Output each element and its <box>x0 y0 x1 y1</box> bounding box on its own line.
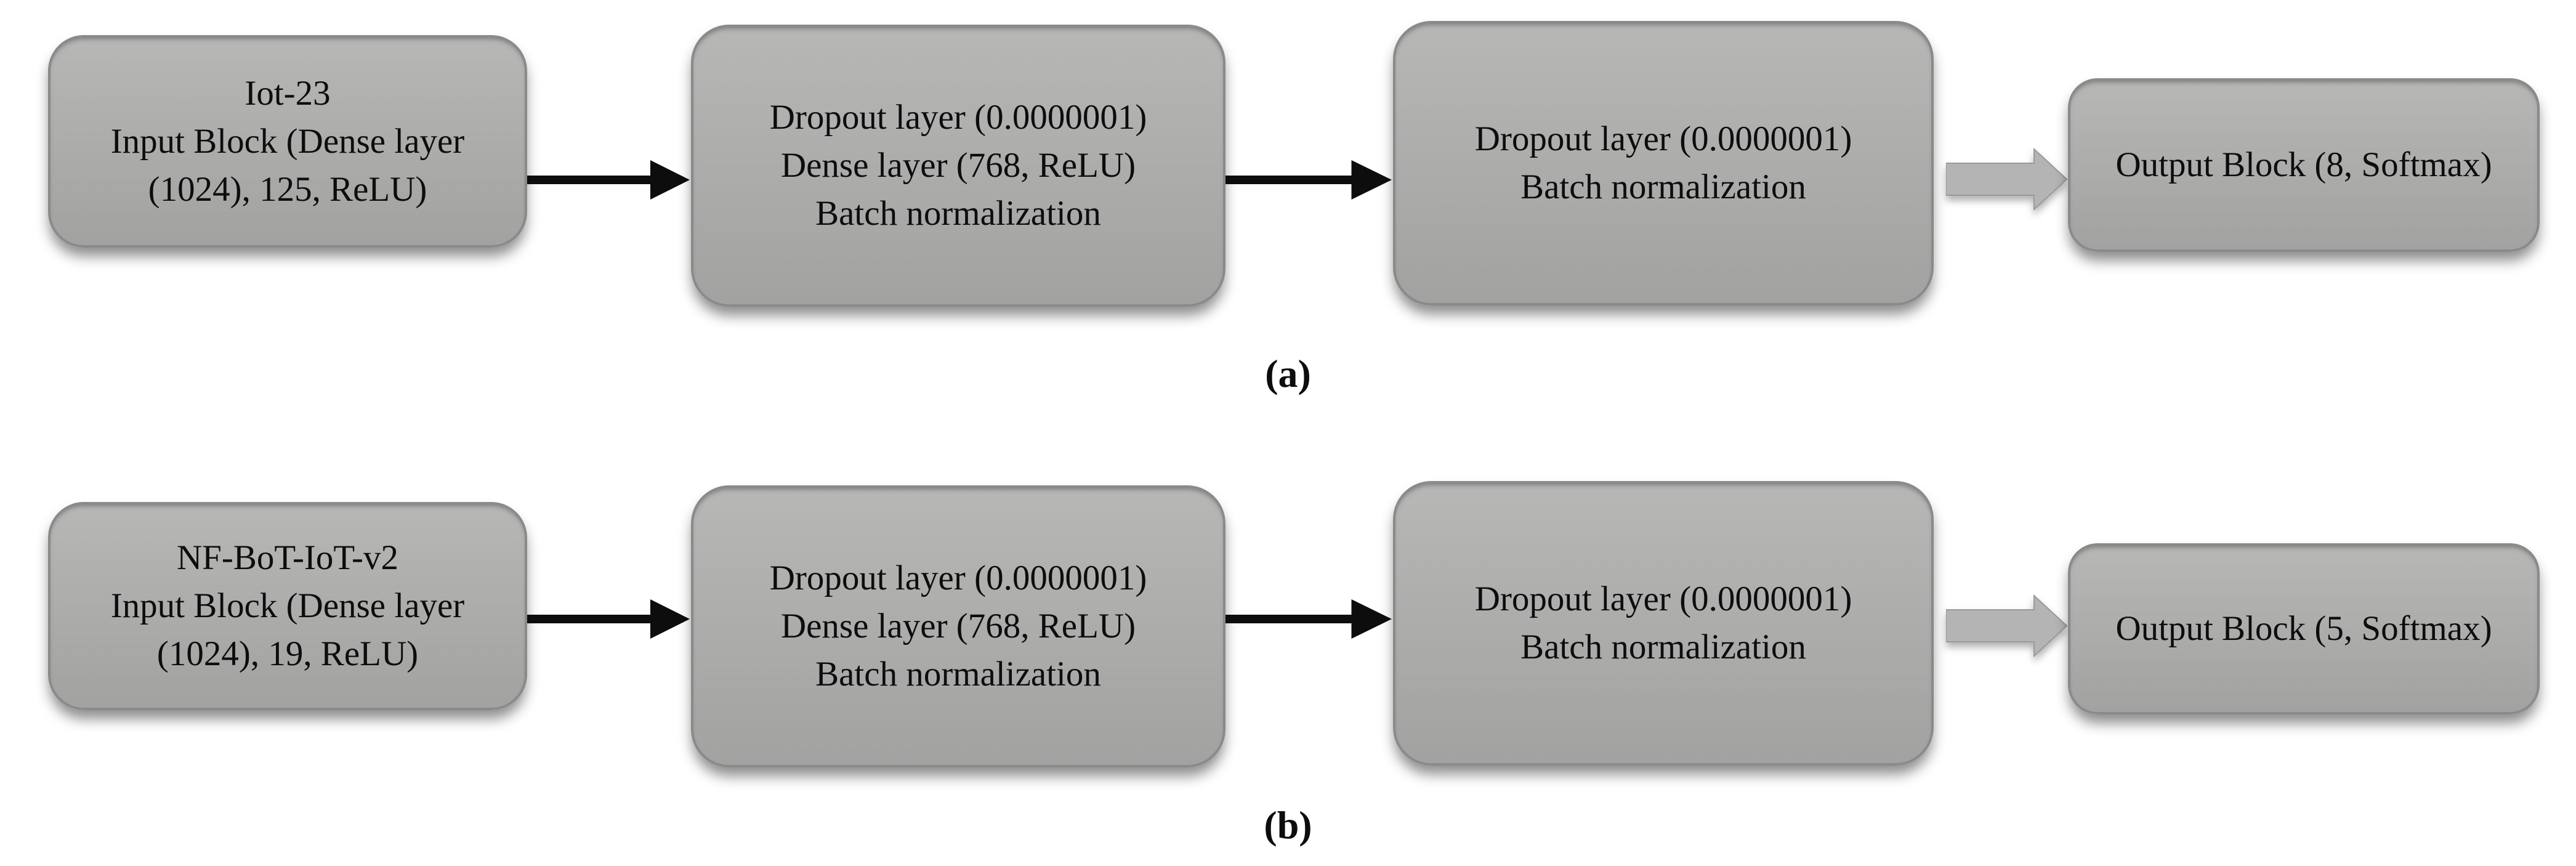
block-text-line: Dropout layer (0.0000001) <box>769 98 1147 137</box>
flow-arrow-icon <box>1225 599 1392 639</box>
block-text-line: Dense layer (768, ReLU) <box>780 607 1136 645</box>
row-b-hidden-block-2: Dropout layer (0.0000001) Batch normaliz… <box>1393 481 1934 766</box>
block-text-line: Input Block (Dense layer <box>110 586 465 625</box>
block-arrow-icon <box>1946 594 2068 658</box>
block-text-line: Output Block (5, Softmax) <box>2115 609 2492 648</box>
block-text-line: Batch normalization <box>815 655 1101 694</box>
flow-arrow-icon <box>527 160 690 200</box>
block-text-line: (1024), 125, ReLU) <box>148 169 427 209</box>
row-a-input-block: Iot-23 Input Block (Dense layer (1024), … <box>48 35 527 248</box>
row-a-hidden-block-2: Dropout layer (0.0000001) Batch normaliz… <box>1393 21 1934 306</box>
row-b-caption: (b) <box>1264 803 1312 847</box>
block-text-line: Input Block (Dense layer <box>110 121 465 161</box>
row-b-hidden-block-1: Dropout layer (0.0000001) Dense layer (7… <box>691 485 1225 767</box>
block-text-line: Batch normalization <box>815 194 1101 233</box>
block-text-line: (1024), 19, ReLU) <box>156 634 419 673</box>
flow-arrow-icon <box>1225 160 1392 200</box>
block-text-line: Output Block (8, Softmax) <box>2115 145 2492 184</box>
block-text-line: Iot-23 <box>244 73 331 113</box>
block-text-line: Dense layer (768, ReLU) <box>780 146 1136 185</box>
row-b-input-block: NF-BoT-IoT-v2 Input Block (Dense layer (… <box>48 502 527 710</box>
block-text-line: Dropout layer (0.0000001) <box>769 559 1147 597</box>
row-a-hidden-block-1: Dropout layer (0.0000001) Dense layer (7… <box>691 25 1225 307</box>
block-text-line: Dropout layer (0.0000001) <box>1474 119 1852 158</box>
block-text-line: Batch normalization <box>1520 628 1806 666</box>
block-arrow-icon <box>1946 147 2068 211</box>
row-a-output-block: Output Block (8, Softmax) <box>2068 78 2540 252</box>
row-b-output-block: Output Block (5, Softmax) <box>2068 543 2540 714</box>
block-text-line: Batch normalization <box>1520 168 1806 206</box>
row-a-caption: (a) <box>1265 352 1311 395</box>
block-text-line: NF-BoT-IoT-v2 <box>177 538 398 577</box>
block-text-line: Dropout layer (0.0000001) <box>1474 580 1852 618</box>
flow-arrow-icon <box>527 599 690 639</box>
